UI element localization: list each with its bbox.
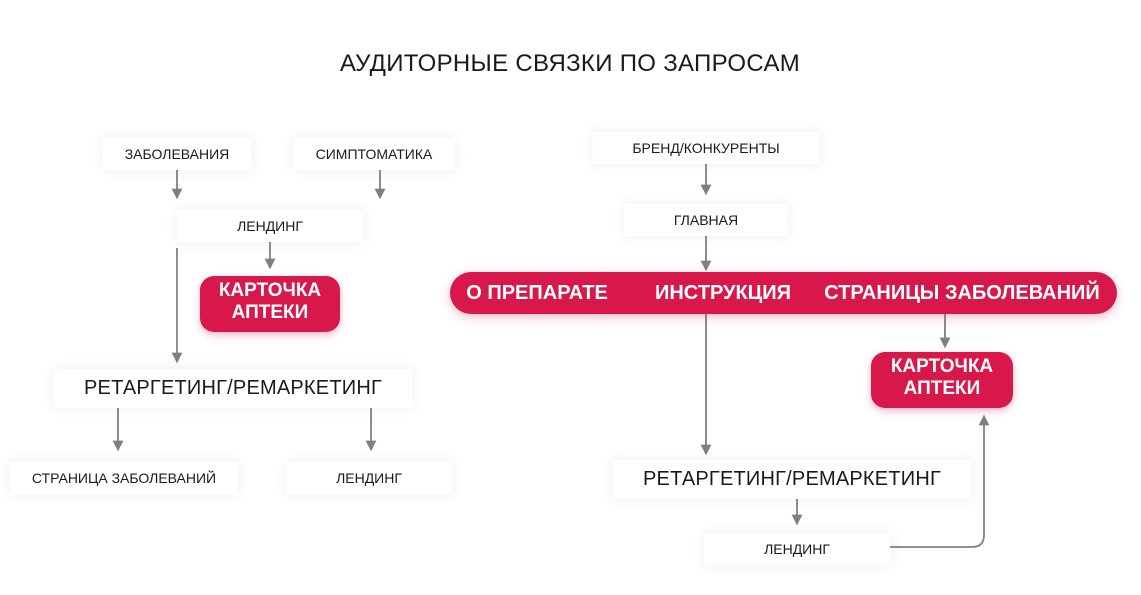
pharmacy-card-line2: АПТЕКИ <box>903 378 981 399</box>
bar-item-disease-pages: СТРАНИЦЫ ЗАБОЛЕВАНИЙ <box>824 282 1100 304</box>
node-diseases: ЗАБОЛЕВАНИЯ <box>102 138 252 170</box>
node-landing: ЛЕНДИНГ <box>177 210 363 242</box>
node-disease-page: СТРАНИЦА ЗАБОЛЕВАНИЙ <box>9 462 239 494</box>
pharmacy-card-line2: АПТЕКИ <box>231 302 309 323</box>
node-pharmacy-card-right: КАРТОЧКА АПТЕКИ <box>871 352 1013 408</box>
node-landing-right: ЛЕНДИНГ <box>704 533 890 565</box>
bar-item-instruction: ИНСТРУКЦИЯ <box>654 282 792 304</box>
node-main: ГЛАВНАЯ <box>623 204 789 236</box>
page-title: АУДИТОРНЫЕ СВЯЗКИ ПО ЗАПРОСАМ <box>339 50 801 77</box>
node-retargeting-right: РЕТАРГЕТИНГ/РЕМАРКЕТИНГ <box>613 460 971 499</box>
bar-item-about-drug: О ПРЕПАРАТЕ <box>466 282 608 304</box>
node-pharmacy-card-left: КАРТОЧКА АПТЕКИ <box>200 276 340 332</box>
node-brand-competitors: БРЕНД/КОНКУРЕНТЫ <box>592 132 820 164</box>
pharmacy-card-line1: КАРТОЧКА <box>890 356 994 377</box>
node-landing-bottom: ЛЕНДИНГ <box>286 462 452 494</box>
node-retargeting-left: РЕТАРГЕТИНГ/РЕМАРКЕТИНГ <box>54 369 412 408</box>
arrow-landing-card-return <box>872 414 990 548</box>
pages-bar: О ПРЕПАРАТЕ ИНСТРУКЦИЯ СТРАНИЦЫ ЗАБОЛЕВА… <box>450 272 1117 314</box>
pharmacy-card-line1: КАРТОЧКА <box>218 280 322 301</box>
node-symptoms: СИМПТОМАТИКА <box>293 138 455 170</box>
